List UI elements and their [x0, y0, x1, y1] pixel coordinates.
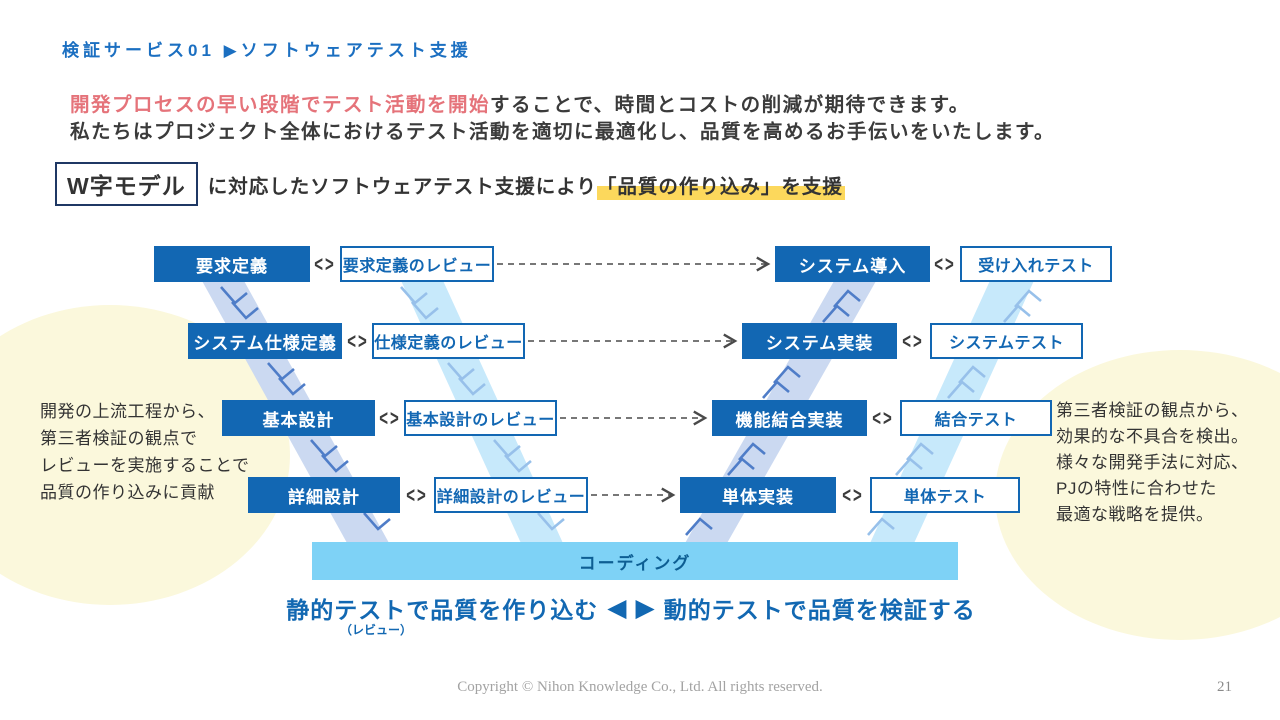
left-annotation-line: 品質の作り込みに貢献 — [40, 483, 215, 502]
caption-dynamic-test: 動的テストで品質を検証する — [663, 597, 976, 623]
intro-line2: 私たちはプロジェクト全体におけるテスト活動を適切に最適化し、品質を高めるお手伝い… — [70, 121, 1056, 143]
review-box-basic-design: 基本設計のレビュー — [404, 400, 557, 436]
link-icon-row4-right: <> — [842, 482, 864, 508]
right-yellow-ellipse — [995, 350, 1280, 640]
wmodel-desc-highlight: 「品質の作り込み」を支援 — [596, 175, 845, 200]
left-annotation-line: レビューを実施することで — [40, 456, 250, 475]
impl-box-unit-impl: 単体実装 — [680, 477, 836, 513]
copyright-text: Copyright © Nihon Knowledge Co., Ltd. Al… — [457, 679, 823, 695]
link-icon-row2-left: <> — [347, 328, 369, 354]
review-box-requirements: 要求定義のレビュー — [340, 246, 494, 282]
wmodel-label-box: W字モデル — [55, 162, 198, 206]
caption-static-test: 静的テストで品質を作り込む — [286, 597, 599, 623]
test-box-integration-test: 結合テスト — [900, 400, 1052, 436]
impl-box-system-deploy: システム導入 — [775, 246, 930, 282]
link-icon-row2-right: <> — [902, 328, 924, 354]
stage-box-system-spec: システム仕様定義 — [188, 323, 342, 359]
right-triangle-icon: ▶ — [635, 594, 655, 622]
test-box-unit-test: 単体テスト — [870, 477, 1020, 513]
stage-box-basic-design: 基本設計 — [222, 400, 375, 436]
right-annotation-line: PJの特性に合わせた — [1056, 479, 1217, 498]
left-annotation-line: 開発の上流工程から、 — [40, 402, 215, 421]
test-box-system-test: システムテスト — [930, 323, 1083, 359]
impl-box-system-impl: システム実装 — [742, 323, 897, 359]
wmodel-heading: W字モデル に対応したソフトウェアテスト支援により「品質の作り込み」を支援 — [55, 162, 845, 206]
intro-line1-emphasis: 開発プロセスの早い段階でテスト活動を開始 — [70, 94, 491, 116]
stage-box-detail-design: 詳細設計 — [248, 477, 400, 513]
link-icon-row1-right: <> — [934, 251, 956, 277]
intro-line1-rest: することで、時間とコストの削減が期待できます。 — [490, 94, 970, 116]
review-box-spec: 仕様定義のレビュー — [372, 323, 525, 359]
review-box-detail-design: 詳細設計のレビュー — [434, 477, 588, 513]
test-box-acceptance: 受け入れテスト — [960, 246, 1112, 282]
right-annotation-line: 最適な戦略を提供。 — [1056, 505, 1214, 524]
right-annotation: 第三者検証の観点から、 効果的な不具合を検出。 様々な開発手法に対応、 PJの特… — [1056, 398, 1249, 528]
link-icon-row1-left: <> — [314, 251, 336, 277]
coding-bar: コーディング — [312, 542, 958, 580]
right-annotation-line: 様々な開発手法に対応、 — [1056, 453, 1249, 472]
link-icon-row4-left: <> — [406, 482, 428, 508]
wmodel-desc: に対応したソフトウェアテスト支援により「品質の作り込み」を支援 — [207, 170, 845, 200]
link-icon-row3-left: <> — [379, 405, 401, 431]
page-title: 検証サービス01 ▶ソフトウェアテスト支援 — [62, 41, 472, 60]
intro-line1: 開発プロセスの早い段階でテスト活動を開始することで、時間とコストの削減が期待でき… — [70, 92, 1055, 119]
bottom-caption: 静的テストで品質を作り込む ◀ ▶ 動的テストで品質を検証する — [0, 591, 1262, 625]
right-annotation-line: 効果的な不具合を検出。 — [1056, 427, 1249, 446]
page-number: 21 — [1217, 679, 1232, 695]
left-annotation: 開発の上流工程から、 第三者検証の観点で レビューを実施することで 品質の作り込… — [40, 398, 250, 506]
left-annotation-line: 第三者検証の観点で — [40, 429, 198, 448]
right-annotation-line: 第三者検証の観点から、 — [1056, 401, 1249, 420]
caption-review-note: （レビュー） — [340, 623, 413, 637]
left-triangle-icon: ◀ — [607, 594, 627, 622]
impl-box-integration-impl: 機能結合実装 — [712, 400, 867, 436]
stage-box-requirements: 要求定義 — [154, 246, 310, 282]
link-icon-row3-right: <> — [872, 405, 894, 431]
intro-paragraph: 開発プロセスの早い段階でテスト活動を開始することで、時間とコストの削減が期待でき… — [70, 92, 1055, 146]
wmodel-desc-plain: に対応したソフトウェアテスト支援により — [207, 175, 597, 198]
